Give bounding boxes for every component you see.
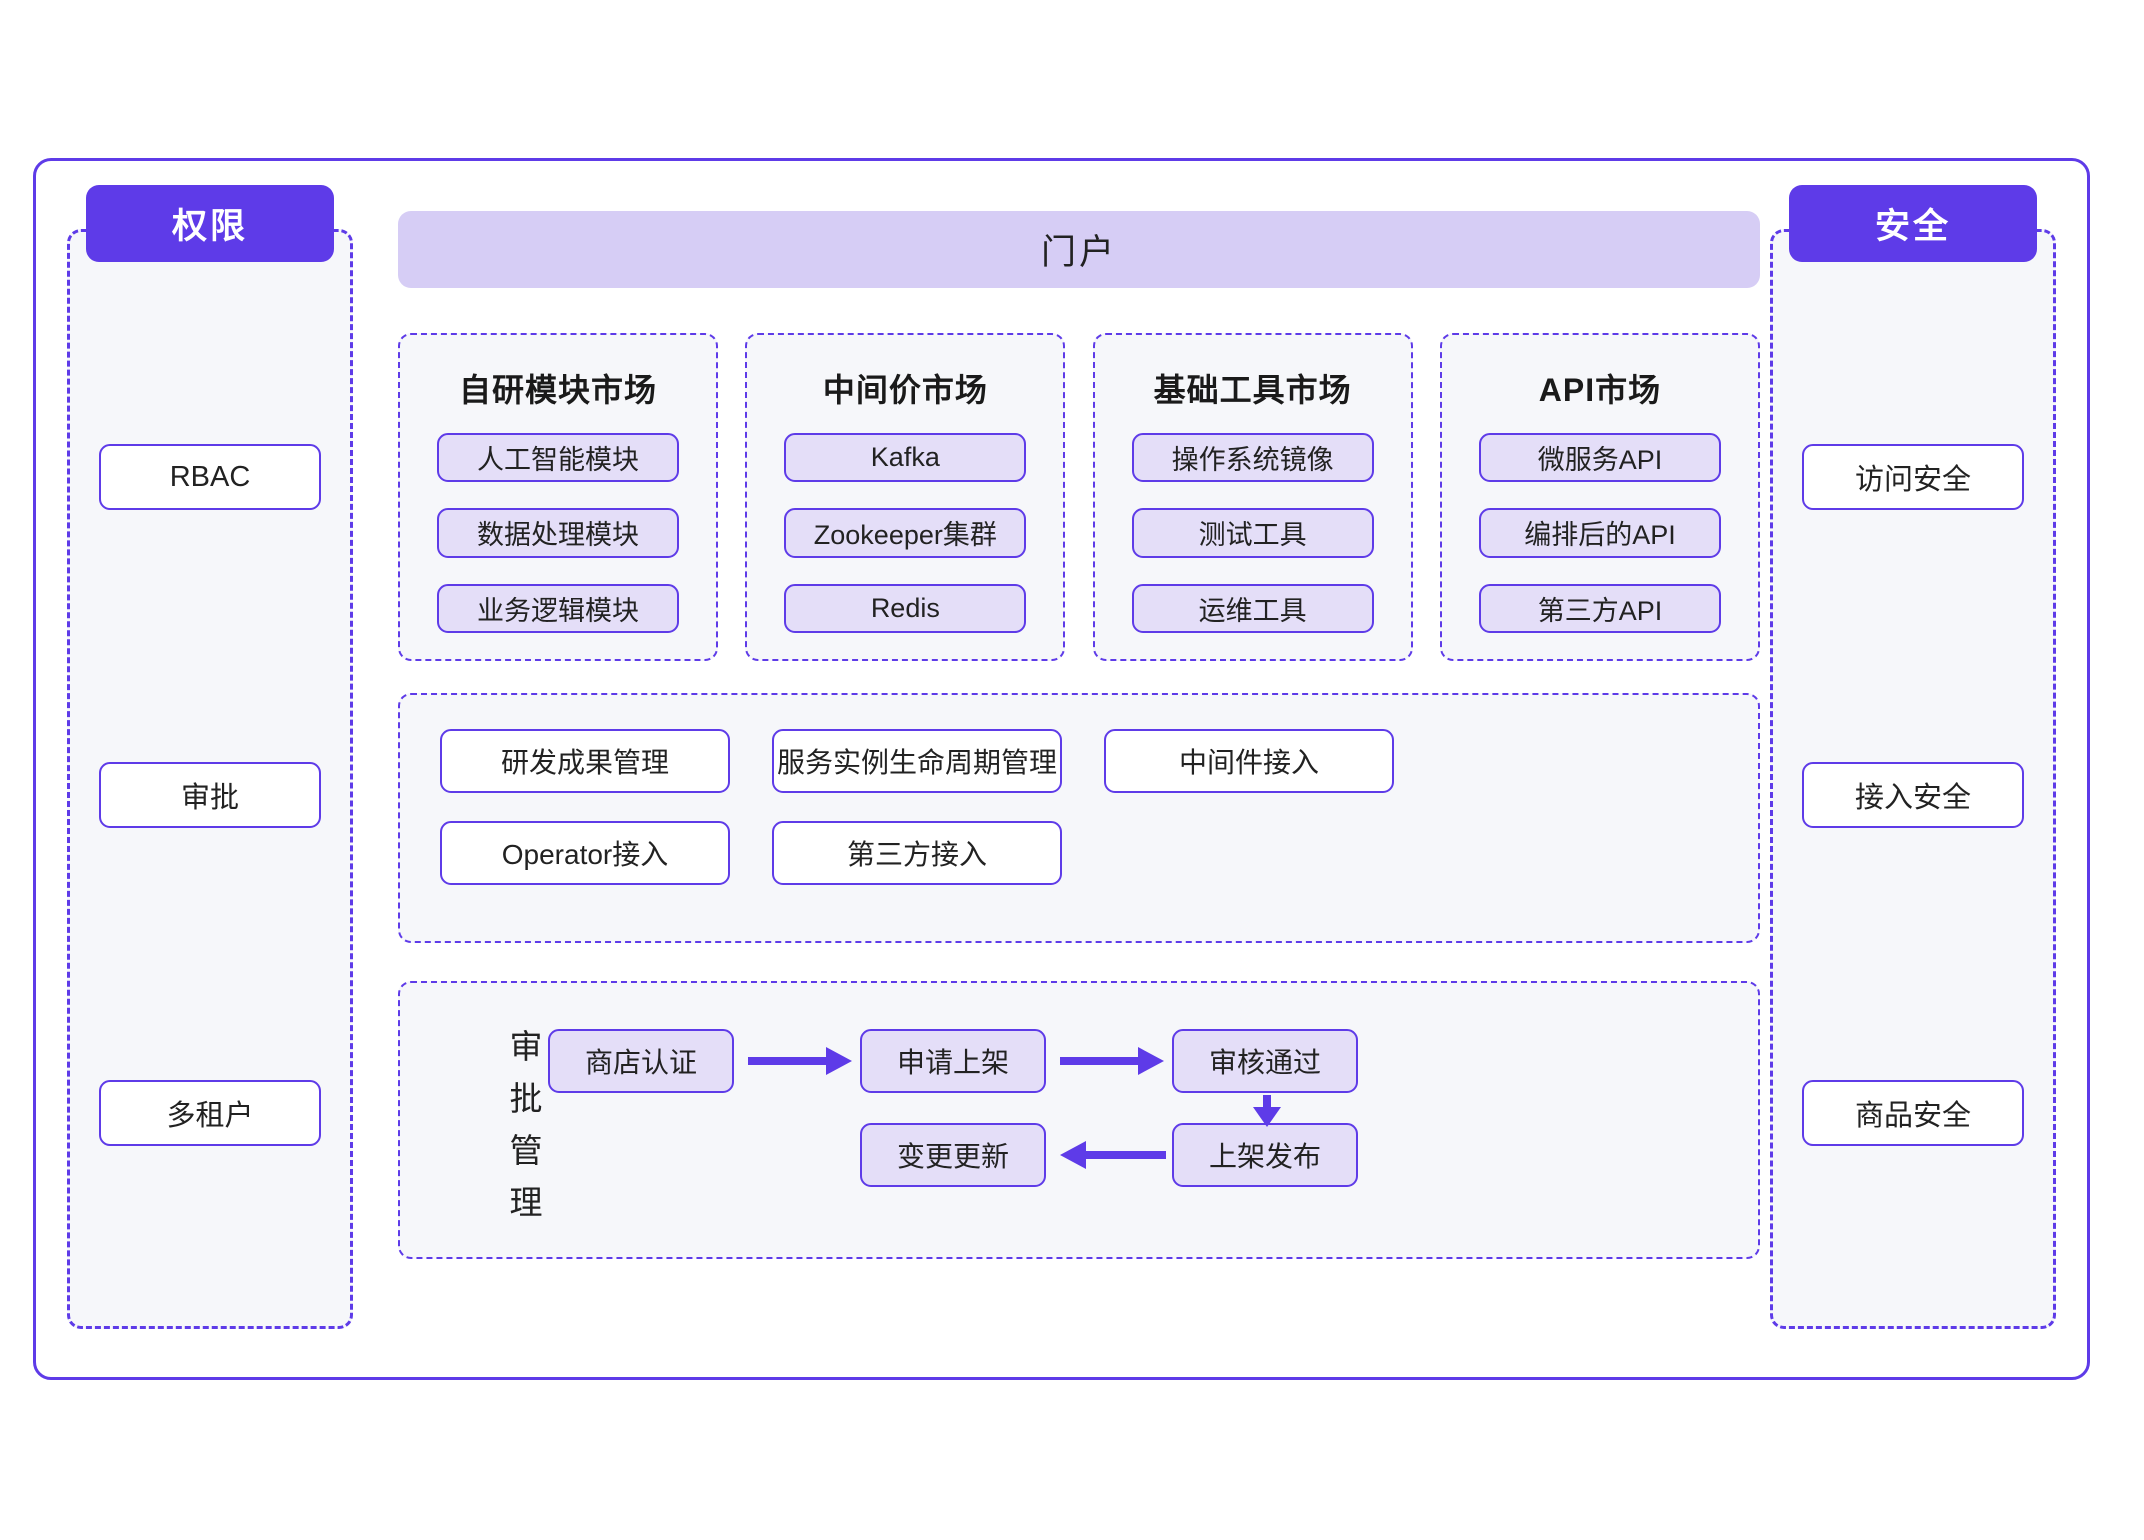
market-column-middleware: 中间价市场 Kafka Zookeeper集群 Redis [745, 333, 1066, 661]
flow-node-review-passed[interactable]: 审核通过 [1172, 1029, 1358, 1093]
market-title: 基础工具市场 [1153, 372, 1352, 408]
management-panel: 研发成果管理 服务实例生命周期管理 中间件接入 Operator接入 第三方接入 [398, 693, 1760, 943]
security-panel: 安全 访问安全 接入安全 商品安全 [1770, 185, 2056, 1329]
permission-panel-badge: 权限 [86, 185, 334, 262]
portal-header-bar: 门户 [398, 211, 1760, 288]
security-panel-items: 访问安全 接入安全 商品安全 [1773, 294, 2053, 1296]
permission-panel-items: RBAC 审批 多租户 [70, 294, 350, 1296]
flow-node-store-certification[interactable]: 商店认证 [548, 1029, 734, 1093]
management-row-2: Operator接入 第三方接入 [440, 821, 1718, 885]
security-panel-badge: 安全 [1789, 185, 2037, 262]
market-item[interactable]: 编排后的API [1478, 508, 1721, 558]
market-title: 自研模块市场 [458, 372, 657, 408]
market-item[interactable]: 操作系统镜像 [1131, 433, 1374, 483]
market-item[interactable]: 测试工具 [1131, 508, 1374, 558]
market-item[interactable]: Redis [784, 583, 1027, 633]
center-column: 门户 自研模块市场 人工智能模块 数据处理模块 业务逻辑模块 中间价市场 Kaf… [398, 211, 1760, 1329]
permission-item-approval[interactable]: 审批 [99, 762, 321, 828]
arrow-down-icon [1251, 1095, 1283, 1127]
management-item[interactable]: 研发成果管理 [440, 729, 730, 793]
management-item[interactable]: 服务实例生命周期管理 [772, 729, 1062, 793]
arrow-right-icon [1060, 1045, 1166, 1077]
security-item-connection-security[interactable]: 接入安全 [1802, 762, 2024, 828]
market-item[interactable]: 微服务API [1478, 433, 1721, 483]
permission-item-rbac[interactable]: RBAC [99, 444, 321, 510]
architecture-diagram-frame: 权限 RBAC 审批 多租户 门户 自研模块市场 人工智能模块 数据处理模块 业… [33, 158, 2090, 1380]
permission-item-multitenant[interactable]: 多租户 [99, 1080, 321, 1146]
market-item[interactable]: 人工智能模块 [437, 433, 679, 483]
markets-row: 自研模块市场 人工智能模块 数据处理模块 业务逻辑模块 中间价市场 Kafka … [398, 333, 1760, 661]
market-item[interactable]: 业务逻辑模块 [437, 583, 679, 633]
market-title: API市场 [1538, 372, 1662, 408]
management-item[interactable]: 第三方接入 [772, 821, 1062, 885]
arrow-right-icon [748, 1045, 854, 1077]
market-column-self-developed: 自研模块市场 人工智能模块 数据处理模块 业务逻辑模块 [398, 333, 718, 661]
flow-node-apply-listing[interactable]: 申请上架 [860, 1029, 1046, 1093]
market-column-api: API市场 微服务API 编排后的API 第三方API [1439, 333, 1760, 661]
arrow-left-icon [1060, 1139, 1166, 1171]
market-item[interactable]: 第三方API [1478, 583, 1721, 633]
management-row-1: 研发成果管理 服务实例生命周期管理 中间件接入 [440, 729, 1718, 793]
flow-node-change-update[interactable]: 变更更新 [860, 1123, 1046, 1187]
market-item[interactable]: Zookeeper集群 [784, 508, 1027, 558]
approval-management-label: 审 批 管 理 [509, 1028, 543, 1221]
market-item[interactable]: 数据处理模块 [437, 508, 679, 558]
approval-workflow-panel: 审 批 管 理 商店认证 申请上架 审核通过 上架发布 变更更新 [398, 981, 1760, 1259]
market-column-base-tools: 基础工具市场 操作系统镜像 测试工具 运维工具 [1092, 333, 1413, 661]
security-item-product-security[interactable]: 商品安全 [1802, 1080, 2024, 1146]
market-item[interactable]: Kafka [784, 433, 1027, 483]
flow-node-publish[interactable]: 上架发布 [1172, 1123, 1358, 1187]
management-item[interactable]: 中间件接入 [1104, 729, 1394, 793]
market-item[interactable]: 运维工具 [1131, 583, 1374, 633]
permission-panel: 权限 RBAC 审批 多租户 [67, 185, 353, 1329]
management-item[interactable]: Operator接入 [440, 821, 730, 885]
market-title: 中间价市场 [822, 372, 988, 408]
security-item-access-security[interactable]: 访问安全 [1802, 444, 2024, 510]
